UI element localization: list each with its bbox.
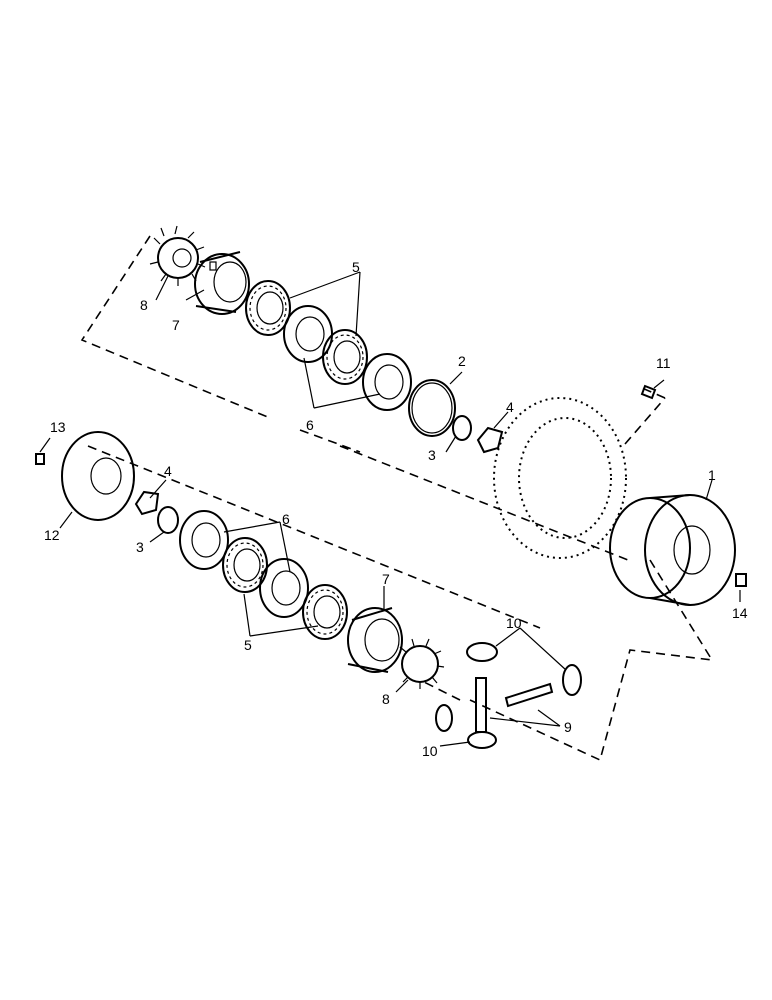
pinion-gear-right xyxy=(562,664,582,696)
o-ring xyxy=(408,379,456,437)
callout-2: 2 xyxy=(458,353,466,369)
lower-steel-plate-b xyxy=(259,558,309,618)
lower-friction-disc-b xyxy=(302,584,348,640)
callout-11: 11 xyxy=(656,355,671,371)
pinion-gear-left xyxy=(435,704,453,732)
upper-clutch-housing xyxy=(194,251,250,315)
upper-shim xyxy=(476,426,504,454)
upper-steel-plate-a xyxy=(283,305,333,363)
callout-9: 9 xyxy=(564,719,572,735)
pinion-gear-bottom xyxy=(467,731,497,749)
callout-3-upper: 3 xyxy=(428,447,436,463)
lower-shim xyxy=(134,490,160,516)
assembly-outline xyxy=(80,235,714,762)
lower-side-gear xyxy=(399,638,445,689)
callout-1: 1 xyxy=(708,467,716,483)
callout-6-upper: 6 xyxy=(306,417,314,433)
callout-13: 13 xyxy=(50,419,66,435)
callout-4-lower: 4 xyxy=(164,463,172,479)
bolt-14 xyxy=(735,573,747,587)
leader-lines xyxy=(39,271,741,747)
callout-7-upper: 7 xyxy=(172,317,180,333)
cross-shaft-vertical xyxy=(475,677,487,733)
callout-5-upper: 5 xyxy=(352,259,360,275)
upper-thrust-washer xyxy=(452,415,472,441)
callout-8-lower: 8 xyxy=(382,691,390,707)
lower-thrust-washer xyxy=(157,506,179,534)
callout-8-upper: 8 xyxy=(140,297,148,313)
callout-7-lower: 7 xyxy=(382,571,390,587)
screw-13 xyxy=(35,453,45,465)
callout-10-lower: 10 xyxy=(422,743,438,759)
upper-steel-plate-b xyxy=(362,353,412,411)
callout-14: 14 xyxy=(732,605,748,621)
lower-friction-disc-a xyxy=(222,537,268,593)
callout-6-lower: 6 xyxy=(282,511,290,527)
bolt-11 xyxy=(640,384,657,400)
lower-steel-plate-a xyxy=(179,510,229,570)
callout-3-lower: 3 xyxy=(136,539,144,555)
differential-cover xyxy=(61,431,135,521)
differential-case xyxy=(609,494,736,606)
callout-10-upper: 10 xyxy=(506,615,522,631)
callout-4-upper: 4 xyxy=(506,399,514,415)
callout-12: 12 xyxy=(44,527,60,543)
upper-friction-disc-b xyxy=(322,329,368,385)
upper-side-gear xyxy=(149,225,206,286)
pinion-gear-top xyxy=(466,642,498,662)
cross-shaft-horizontal xyxy=(504,682,554,708)
lower-clutch-housing xyxy=(347,607,403,673)
ring-gear xyxy=(493,397,627,559)
callout-5-lower: 5 xyxy=(244,637,252,653)
upper-friction-disc-a xyxy=(245,280,291,336)
